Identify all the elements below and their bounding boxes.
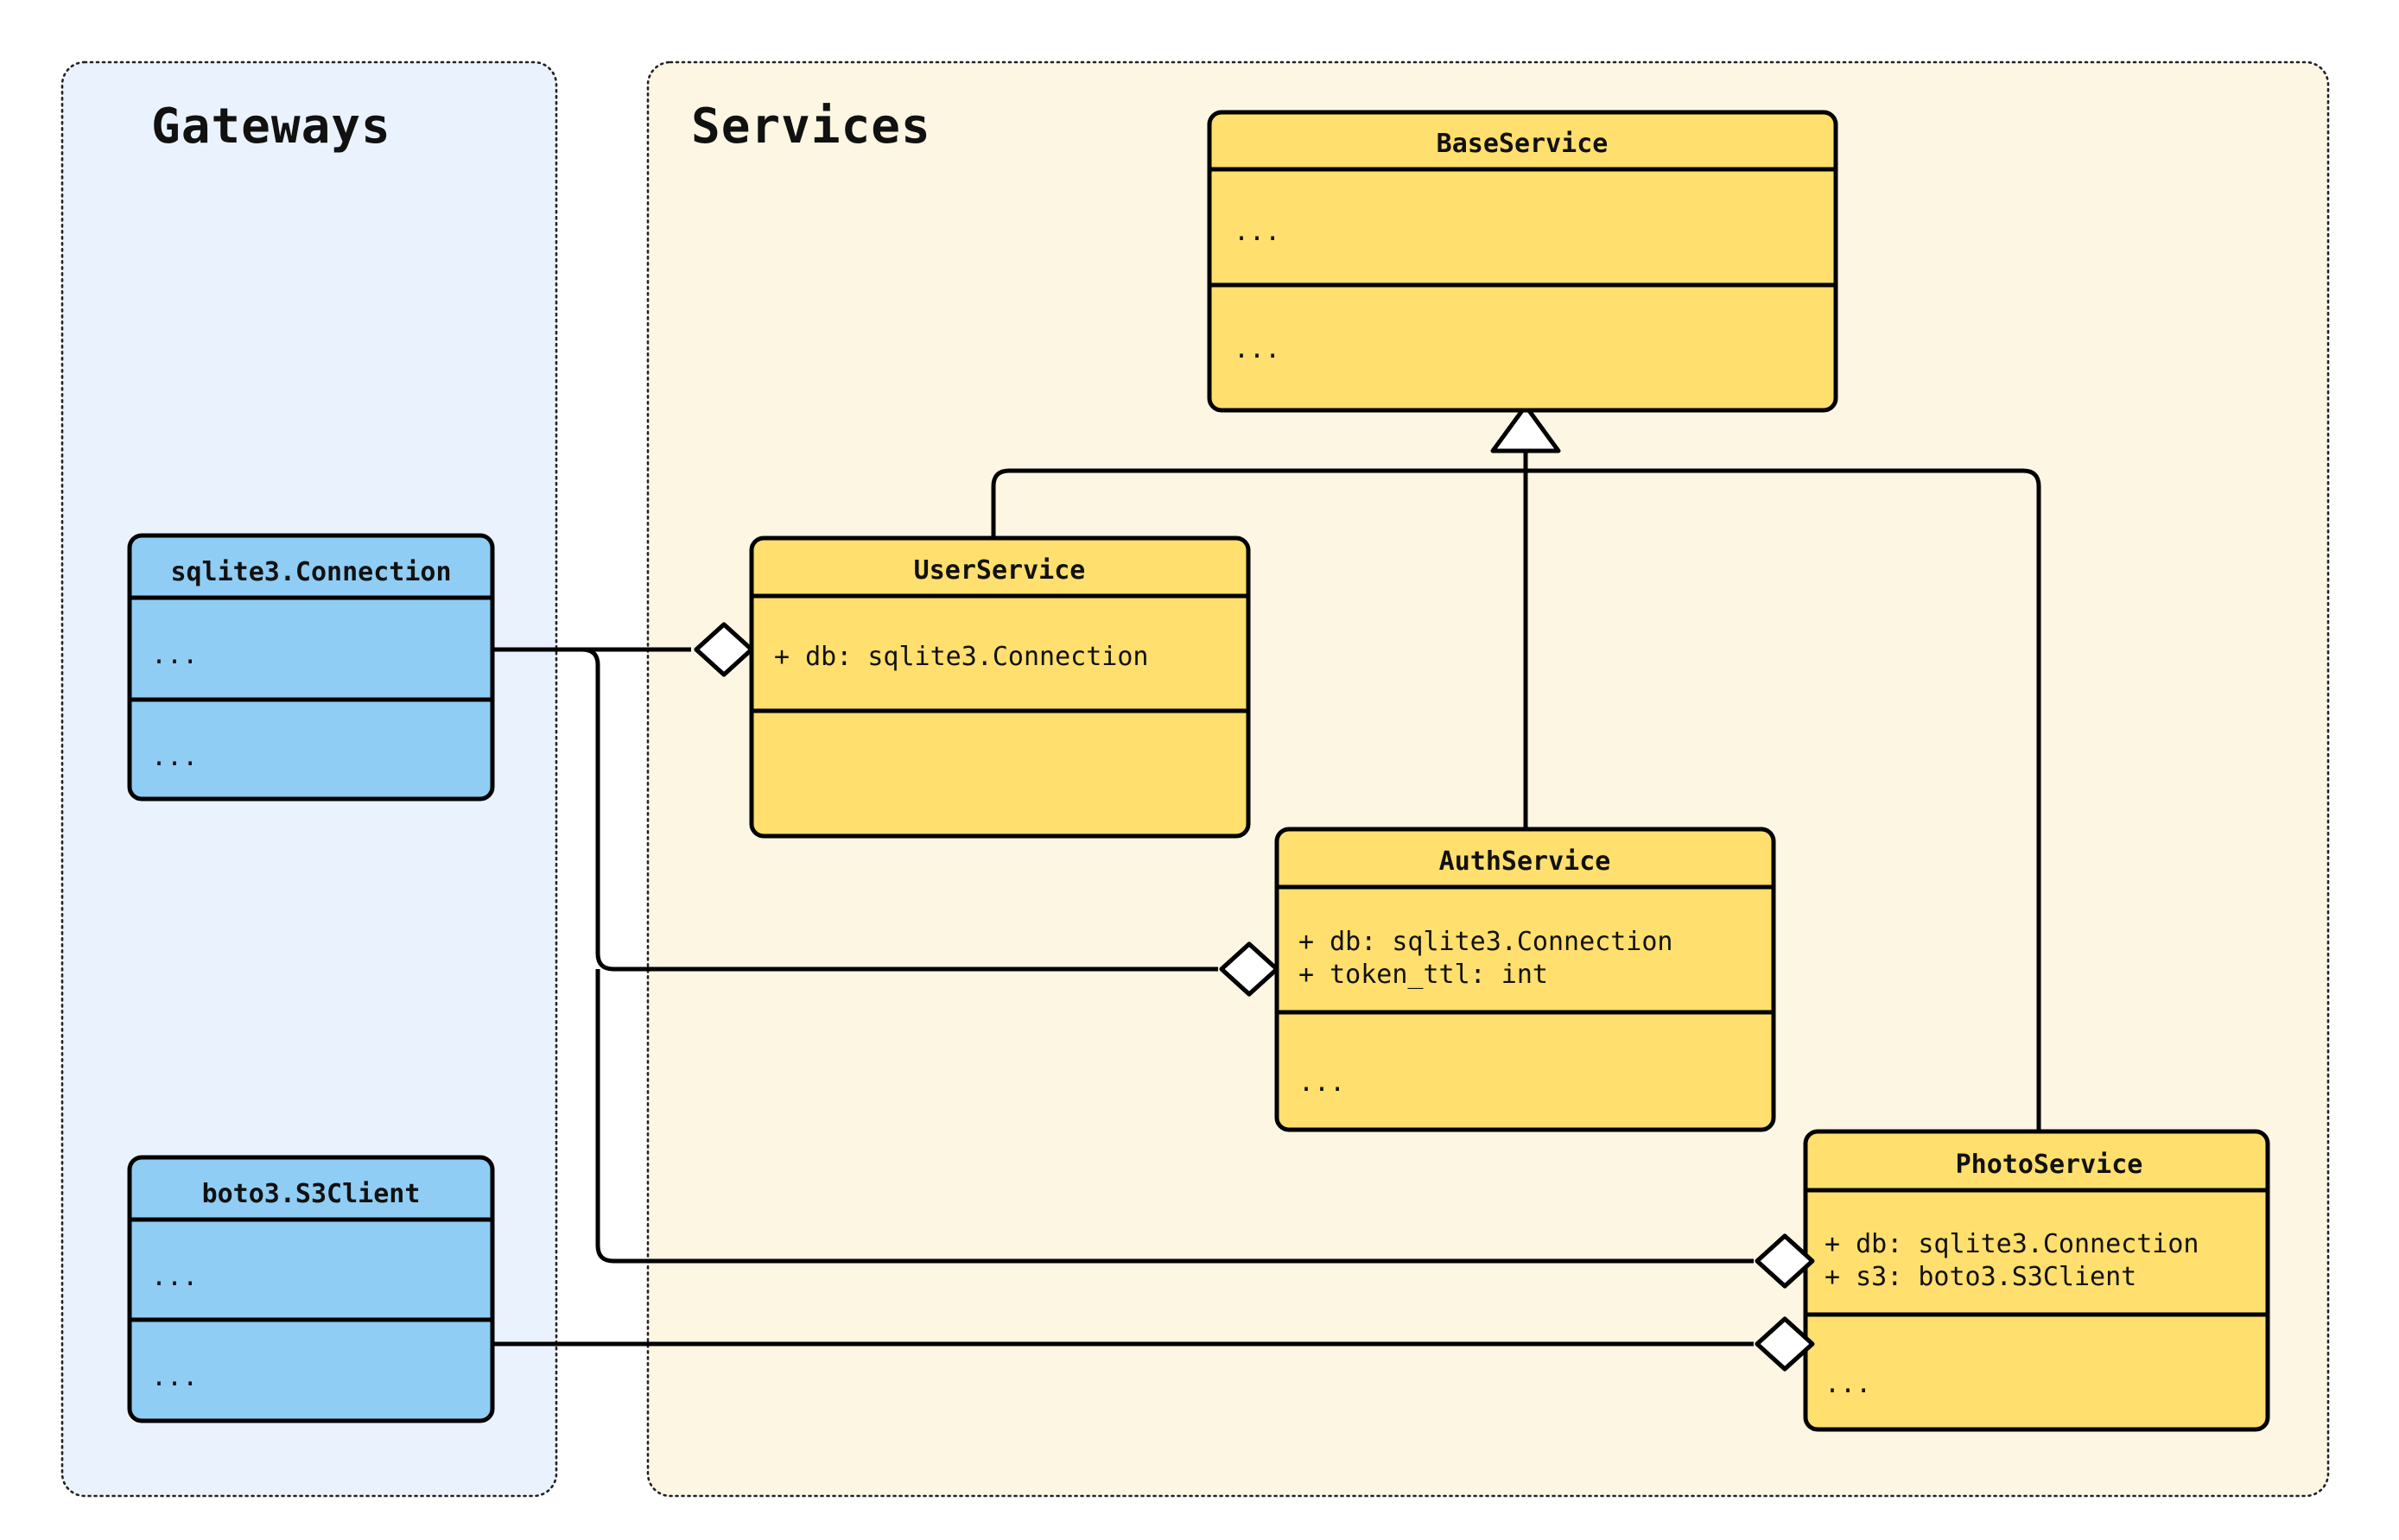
class-sqlite3-connection-method: ... <box>151 742 198 772</box>
aggregation-line-photo-db <box>595 969 1754 1264</box>
generalization-drop-photoservice <box>2022 468 2041 1131</box>
class-photoservice-attribute-2: + s3: boto3.S3Client <box>1825 1262 2136 1292</box>
generalization-arrowhead-triangle <box>1490 403 1561 453</box>
class-userservice[interactable]: UserService + db: sqlite3.Connection <box>749 536 1251 839</box>
aggregation-line-auth-db <box>581 647 1218 972</box>
class-authservice-attribute-1: + db: sqlite3.Connection <box>1298 927 1672 957</box>
class-photoservice-frame <box>1803 1129 2270 1432</box>
class-authservice[interactable]: AuthService + db: sqlite3.Connection + t… <box>1274 827 1776 1132</box>
class-baseservice-attribute: ... <box>1234 217 1280 247</box>
class-boto3-s3client[interactable]: boto3.S3Client ... ... <box>127 1155 495 1423</box>
class-boto3-s3client-attribute: ... <box>151 1262 198 1292</box>
class-boto3-s3client-frame <box>127 1155 495 1423</box>
relationship-generalizations <box>991 403 2041 1131</box>
aggregation-diamond-userservice-overlay <box>694 622 754 677</box>
class-authservice-method: ... <box>1298 1068 1345 1098</box>
class-authservice-frame <box>1274 827 1776 1132</box>
class-boto3-s3client-title: boto3.S3Client <box>202 1179 421 1209</box>
class-baseservice-title: BaseService <box>1437 129 1609 159</box>
class-photoservice[interactable]: PhotoService + db: sqlite3.Connection + … <box>1803 1129 2270 1432</box>
class-userservice-frame <box>749 536 1251 839</box>
generalization-drop-userservice <box>991 468 1010 540</box>
class-boto3-s3client-method: ... <box>151 1362 198 1392</box>
class-userservice-attribute: + db: sqlite3.Connection <box>774 642 1148 672</box>
class-userservice-title: UserService <box>914 555 1086 586</box>
aggregation-diamond-photoservice-s3-overlay <box>1755 1316 1815 1372</box>
class-sqlite3-connection[interactable]: sqlite3.Connection ... ... <box>127 533 495 802</box>
aggregation-diamonds-overlay <box>694 622 1815 1372</box>
class-photoservice-attribute-1: + db: sqlite3.Connection <box>1825 1229 2199 1259</box>
class-photoservice-title: PhotoService <box>1956 1150 2143 1180</box>
class-baseservice-method: ... <box>1234 334 1280 364</box>
package-services-label: Services <box>691 98 931 155</box>
class-sqlite3-connection-attribute: ... <box>151 640 198 670</box>
class-baseservice-frame <box>1207 110 1838 413</box>
aggregation-diamond-authservice-db-overlay <box>1219 941 1279 997</box>
class-authservice-title: AuthService <box>1439 846 1611 877</box>
class-photoservice-method: ... <box>1825 1369 1871 1399</box>
package-gateways-label: Gateways <box>151 98 391 155</box>
class-authservice-attribute-2: + token_ttl: int <box>1298 960 1548 990</box>
class-sqlite3-connection-title: sqlite3.Connection <box>170 557 451 587</box>
aggregation-diamond-photoservice-db-overlay <box>1755 1233 1815 1289</box>
class-baseservice[interactable]: BaseService ... ... <box>1207 110 1838 413</box>
class-sqlite3-connection-frame <box>127 533 495 802</box>
